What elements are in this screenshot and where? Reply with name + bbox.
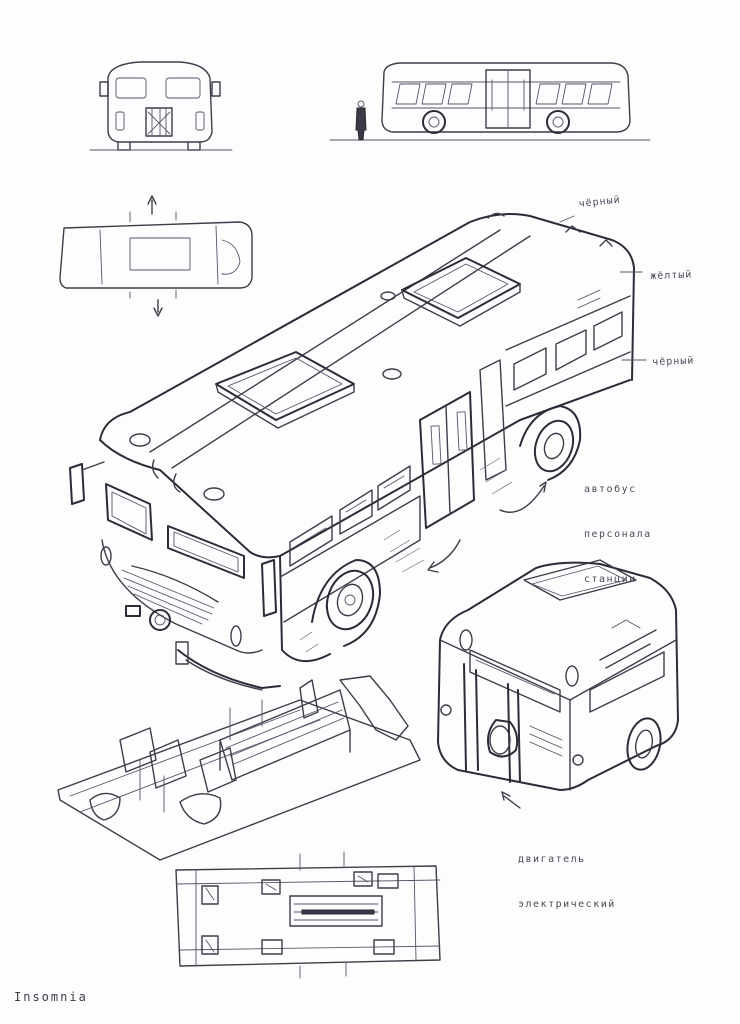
main-perspective-bus	[69, 212, 647, 691]
side-view-sketch	[329, 62, 651, 141]
rear-perspective-sketch	[437, 559, 679, 809]
bus-caption-line-3: станции	[584, 574, 637, 585]
floor-plan-sketch	[175, 851, 441, 979]
annotation-color-yellow: жёлтый	[650, 269, 693, 282]
bus-caption-line-1: автобус	[584, 484, 637, 495]
front-view-sketch	[89, 61, 233, 151]
roof-plan-sketch	[59, 195, 253, 317]
engine-caption-line-2: электрический	[518, 899, 616, 910]
rear-wheel	[519, 405, 582, 481]
bus-caption-line-2: персонала	[584, 529, 652, 540]
annotation-color-black-mid: чёрный	[652, 355, 695, 368]
rear-view-wheel	[626, 717, 662, 771]
front-wheel	[311, 559, 381, 647]
annotation-bus-caption: автобус персонала станции	[584, 452, 652, 617]
annotation-engine-caption: двигатель электрический	[518, 822, 616, 942]
artist-signature: Insomnia	[14, 990, 88, 1004]
engine-caption-line-1: двигатель	[518, 854, 586, 865]
interior-cutaway-sketch	[57, 675, 421, 861]
roof-hatch-front	[215, 351, 355, 429]
scale-figure	[355, 100, 367, 141]
roof-hatch-rear	[401, 257, 521, 327]
